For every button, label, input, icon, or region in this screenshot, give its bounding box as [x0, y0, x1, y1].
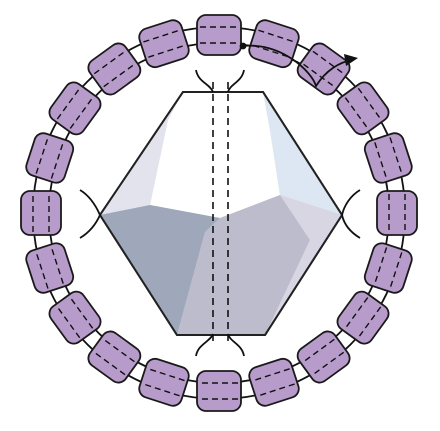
right-side-loop — [341, 189, 361, 239]
seed-bead — [20, 190, 62, 236]
seed-bead — [138, 19, 190, 69]
top-loop-right — [227, 69, 245, 93]
bead-thread-outer — [93, 351, 126, 376]
seed-bead — [196, 370, 242, 412]
bead-body — [248, 357, 300, 407]
bead-thread-outer — [35, 252, 49, 289]
bead-thread-inner — [344, 97, 369, 129]
bead-body — [87, 330, 142, 384]
bead-thread-outer — [143, 29, 180, 43]
bead-body — [336, 81, 390, 136]
bead-thread-outer — [312, 50, 345, 75]
bead-thread-inner — [374, 247, 388, 284]
bead-thread-outer — [143, 383, 180, 397]
seed-bead — [25, 132, 75, 184]
crystal-facet-bottom-right — [265, 195, 342, 335]
thread-start-dot — [239, 42, 247, 50]
bead-thread-inner — [253, 368, 290, 382]
bead-thread-outer — [258, 29, 295, 43]
bead-body — [296, 330, 351, 384]
bottom-loop-left — [195, 333, 214, 357]
seed-bead — [248, 19, 300, 69]
bead-thread-outer — [389, 252, 403, 289]
bead-thread-outer — [93, 50, 126, 75]
thread-through-crystal — [212, 82, 229, 345]
bead-body — [363, 132, 413, 184]
exit-thread — [241, 44, 353, 89]
crystal-facet-top-center — [150, 92, 280, 218]
seed-bead — [363, 242, 413, 294]
thread-loops — [79, 69, 361, 357]
bead-thread-inner — [69, 97, 94, 129]
bead-body — [296, 42, 351, 96]
top-loop-left — [195, 69, 214, 93]
crystal-stone — [98, 91, 344, 336]
bead-thread-inner — [374, 142, 388, 179]
bead-body — [376, 190, 418, 236]
bead-body — [25, 242, 75, 294]
arrow-head — [344, 54, 358, 66]
crystal-facet-bottom-left — [100, 205, 220, 335]
left-side-loop — [79, 189, 101, 239]
bead-thread-outer — [389, 137, 403, 174]
seed-bead-ring — [20, 14, 418, 412]
bead-thread-inner — [148, 368, 185, 382]
bead-thread-inner — [69, 297, 94, 329]
bead-thread-inner — [148, 44, 185, 58]
seed-bead — [196, 14, 242, 56]
bead-thread-outer — [56, 87, 81, 120]
bead-body — [138, 19, 190, 69]
bead-body — [20, 190, 62, 236]
seed-bead — [87, 330, 142, 384]
seed-bead — [25, 242, 75, 294]
bead-body — [196, 370, 242, 412]
seed-bead — [138, 357, 190, 407]
bead-thread-inner — [50, 247, 64, 284]
seed-bead — [336, 290, 390, 345]
bead-body — [87, 42, 142, 96]
seed-bead — [48, 81, 102, 136]
seed-bead — [376, 190, 418, 236]
bead-body — [196, 14, 242, 56]
seed-bead — [87, 42, 142, 96]
bead-body — [138, 357, 190, 407]
bead-body — [48, 290, 102, 345]
bead-body — [363, 242, 413, 294]
bead-thread-inner — [50, 142, 64, 179]
seed-bead — [48, 290, 102, 345]
bead-thread-inner — [303, 63, 335, 88]
bead-thread-inner — [303, 338, 335, 363]
bead-body — [248, 19, 300, 69]
bead-thread-inner — [103, 63, 135, 88]
bead-thread-outer — [258, 383, 295, 397]
bead-thread-outer — [357, 87, 382, 120]
seed-bead — [248, 357, 300, 407]
seed-bead — [296, 42, 351, 96]
bead-body — [25, 132, 75, 184]
bead-body — [336, 290, 390, 345]
crystal-facet-bottom-center — [177, 195, 310, 335]
bead-thread-outer — [312, 351, 345, 376]
seed-bead — [296, 330, 351, 384]
bead-thread-outer — [56, 306, 81, 339]
seed-bead — [336, 81, 390, 136]
bead-thread-inner — [344, 297, 369, 329]
bead-thread-outer — [35, 137, 49, 174]
arrow-right-icon — [239, 42, 358, 89]
bead-thread-outer — [357, 306, 382, 339]
bead-thread-inner — [103, 338, 135, 363]
bottom-loop-right — [227, 333, 245, 357]
seed-bead — [363, 132, 413, 184]
bead-thread-inner — [253, 44, 290, 58]
bead-body — [48, 81, 102, 136]
